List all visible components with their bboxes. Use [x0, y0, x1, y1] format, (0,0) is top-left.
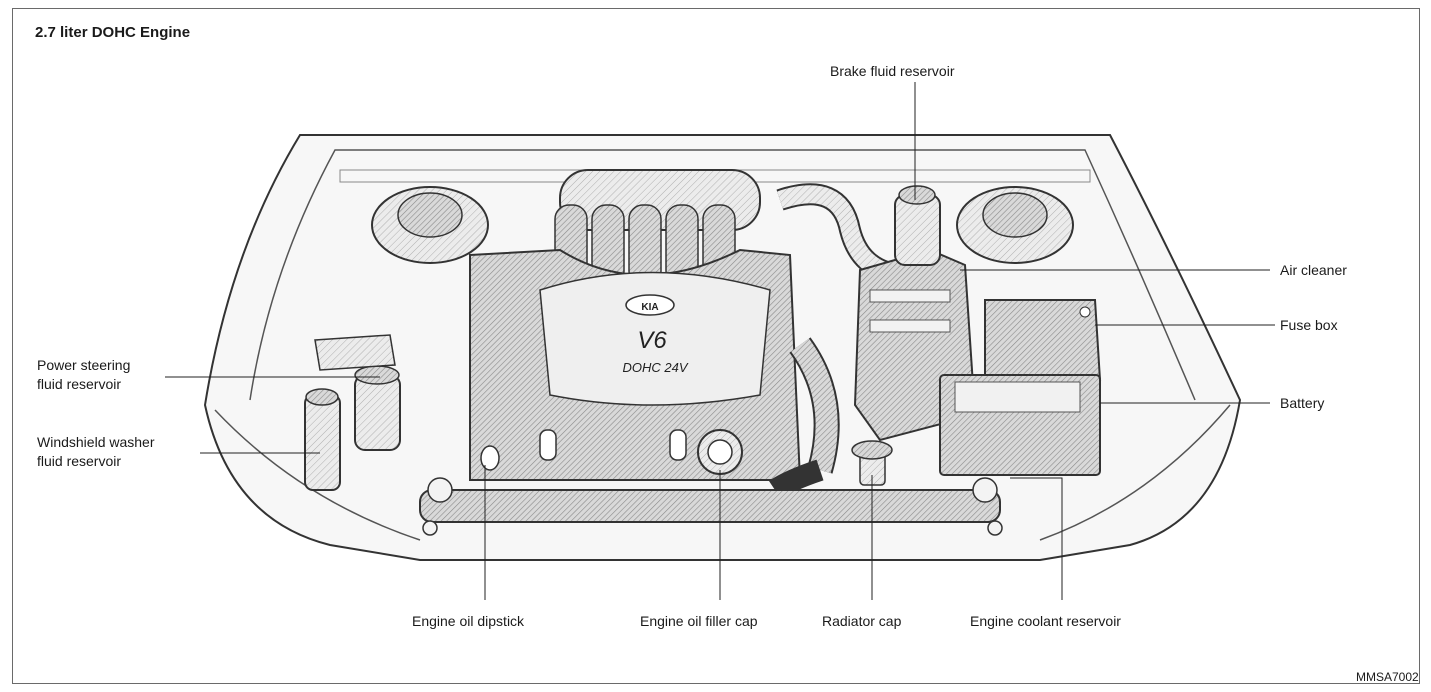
label-brake-fluid-reservoir: Brake fluid reservoir [830, 63, 955, 79]
radiator-cap [851, 440, 893, 486]
v6-badge-text: V6 [637, 327, 667, 354]
label-air-cleaner: Air cleaner [1280, 262, 1347, 278]
brake-fluid-reservoir [894, 185, 941, 266]
label-engine-oil-dipstick: Engine oil dipstick [412, 613, 525, 629]
kia-logo-text: KIA [641, 302, 658, 313]
label-washer-line2: fluid reservoir [37, 453, 122, 469]
right-strut-tower [956, 186, 1074, 264]
label-fuse-box: Fuse box [1280, 317, 1338, 333]
figure-code: MMSA7002 [1356, 670, 1419, 684]
washer-fluid-reservoir [304, 334, 396, 491]
dohc-badge-text: DOHC 24V [622, 360, 688, 375]
label-radiator-cap: Radiator cap [822, 613, 902, 629]
leader-lines [165, 82, 1275, 600]
fuse-box [984, 299, 1102, 381]
label-washer-line1: Windshield washer [37, 434, 155, 450]
label-engine-coolant-reservoir: Engine coolant reservoir [970, 613, 1121, 629]
radiator-hose [768, 337, 840, 500]
page-title: 2.7 liter DOHC Engine [35, 24, 191, 41]
label-battery: Battery [1280, 395, 1325, 411]
engine-cover: KIA V6 DOHC 24V [469, 248, 802, 481]
left-strut-tower [371, 186, 489, 264]
label-power-steering-line2: fluid reservoir [37, 376, 122, 392]
label-power-steering-line1: Power steering [37, 357, 131, 373]
leader-coolant [1010, 477, 1063, 600]
power-steering-reservoir [354, 365, 401, 451]
radiator-support [419, 477, 1003, 536]
battery [939, 374, 1101, 476]
label-engine-oil-filler-cap: Engine oil filler cap [640, 613, 758, 629]
